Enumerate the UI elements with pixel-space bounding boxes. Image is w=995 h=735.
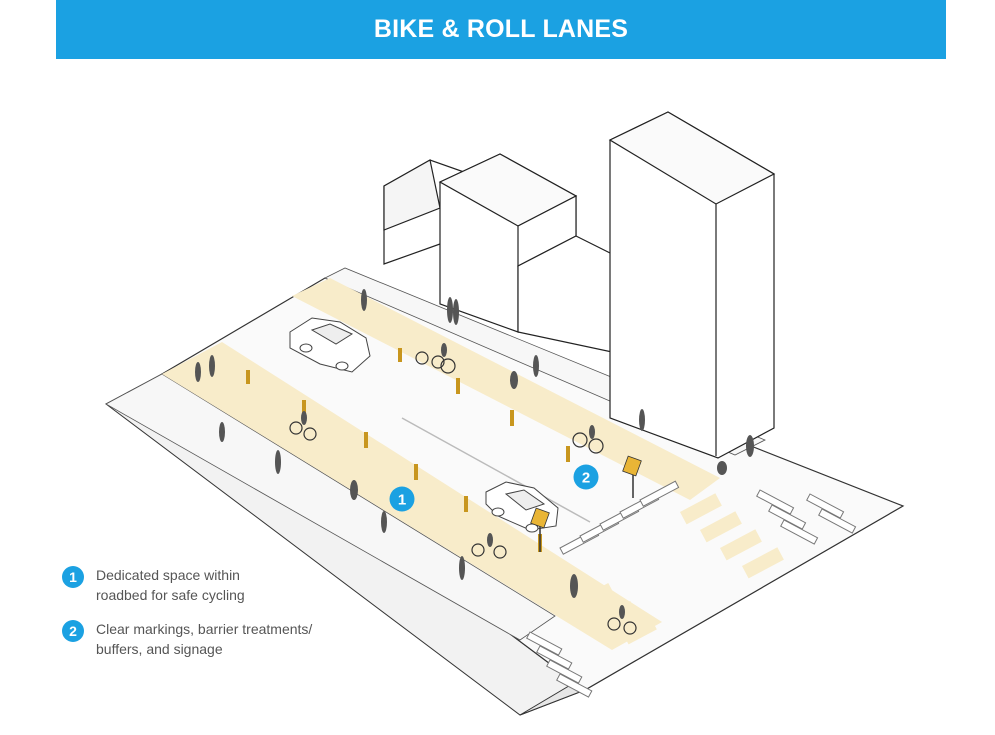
legend-text-1: Dedicated space within roadbed for safe … bbox=[96, 565, 245, 605]
page-title: BIKE & ROLL LANES bbox=[373, 15, 629, 43]
legend-text-2-line-1: Clear markings, barrier treatments/ bbox=[96, 621, 313, 637]
legend-item-2: 2 Clear markings, barrier treatments/ bu… bbox=[62, 619, 382, 659]
cyclists bbox=[289, 351, 637, 635]
sign-right bbox=[622, 455, 642, 498]
buildings bbox=[383, 111, 776, 459]
marker-2-label: 2 bbox=[582, 470, 590, 487]
legend-number-1: 1 bbox=[62, 566, 84, 588]
people bbox=[195, 289, 754, 619]
legend-text-2: Clear markings, barrier treatments/ buff… bbox=[96, 619, 312, 659]
car-white-left bbox=[289, 317, 371, 373]
crosswalk-right bbox=[756, 489, 857, 545]
title-banner: BIKE & ROLL LANES bbox=[56, 0, 946, 59]
lane-line bbox=[401, 417, 591, 523]
legend-text-1-line-2: roadbed for safe cycling bbox=[96, 587, 245, 603]
legend-text-1-line-1: Dedicated space within bbox=[96, 567, 240, 583]
marker-2: 2 bbox=[573, 464, 599, 490]
marker-1: 1 bbox=[389, 486, 415, 512]
bike-lane-far bbox=[292, 278, 720, 500]
sign-center bbox=[530, 507, 550, 552]
legend-text-2-line-2: buffers, and signage bbox=[96, 641, 223, 657]
crosswalk-bottom bbox=[526, 631, 593, 698]
legend: 1 Dedicated space within roadbed for saf… bbox=[62, 565, 382, 673]
legend-item-1: 1 Dedicated space within roadbed for saf… bbox=[62, 565, 382, 605]
crosswalk-center bbox=[559, 480, 680, 555]
marker-1-label: 1 bbox=[398, 492, 406, 509]
sidewalk-near bbox=[105, 373, 556, 641]
legend-number-2: 2 bbox=[62, 620, 84, 642]
